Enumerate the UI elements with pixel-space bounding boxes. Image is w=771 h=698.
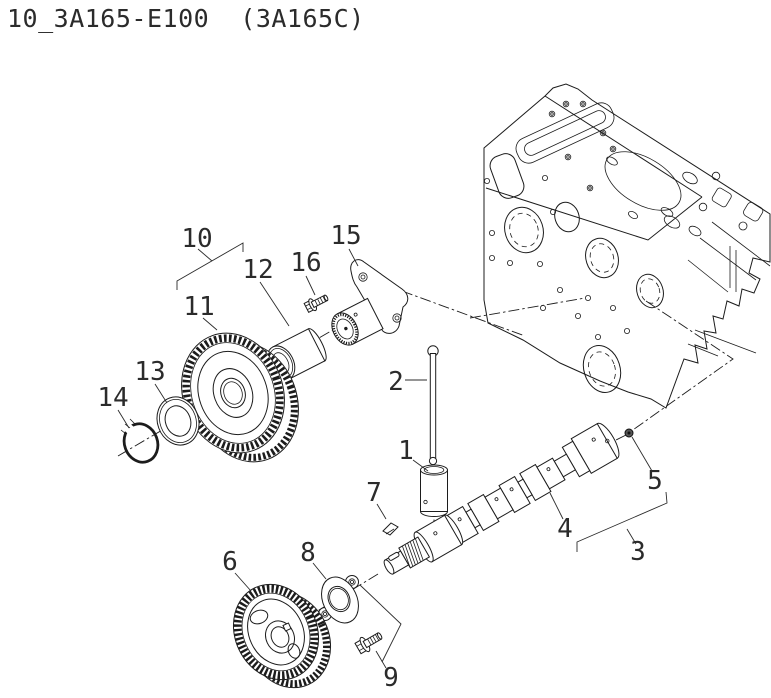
side-cover-opening	[489, 153, 525, 199]
callout-1: 1	[398, 436, 414, 466]
thrust-washer	[156, 396, 200, 446]
cylinder-bore	[604, 151, 682, 211]
callout-13: 13	[134, 357, 165, 387]
deck-opening	[515, 102, 615, 164]
callout-4: 4	[557, 514, 573, 544]
camshaft	[383, 422, 620, 575]
camshaft-plug	[624, 428, 634, 438]
bracket-10	[176, 242, 244, 290]
callout-15: 15	[330, 221, 361, 251]
gasket-holes	[663, 171, 764, 237]
callout-14: 14	[97, 383, 128, 413]
leader-lines	[117, 242, 668, 669]
push-rod	[427, 345, 439, 466]
engine-block	[483, 83, 771, 409]
callout-2: 2	[388, 367, 404, 397]
callout-6: 6	[222, 547, 238, 577]
callout-5: 5	[647, 466, 663, 496]
tachometer-drive-housing	[331, 259, 409, 346]
callout-9: 9	[383, 663, 399, 693]
callouts: 1 2 3 4 5 6 7 8 9 10 11 12 13 14 15 16	[97, 221, 662, 693]
bracket-3	[576, 491, 668, 552]
camshaft-gear	[232, 583, 332, 689]
woodruff-key	[382, 522, 399, 536]
drawing-title: 10_3A165-E100 (3A165C)	[7, 4, 365, 33]
callout-7: 7	[366, 478, 382, 508]
callout-10: 10	[181, 224, 212, 254]
deck-bolt-holes	[548, 100, 617, 192]
snap-ring	[120, 418, 160, 464]
face-bores	[504, 201, 664, 393]
callout-8: 8	[300, 538, 316, 568]
callout-16: 16	[290, 248, 321, 278]
callout-12: 12	[242, 255, 273, 285]
callout-11: 11	[183, 292, 214, 322]
plate-bolt	[354, 632, 383, 655]
tappet	[420, 464, 448, 517]
plate-bolt-leader	[359, 584, 402, 663]
idler-gear	[181, 332, 299, 463]
flange-bolt	[303, 294, 329, 314]
callout-3: 3	[630, 537, 646, 567]
